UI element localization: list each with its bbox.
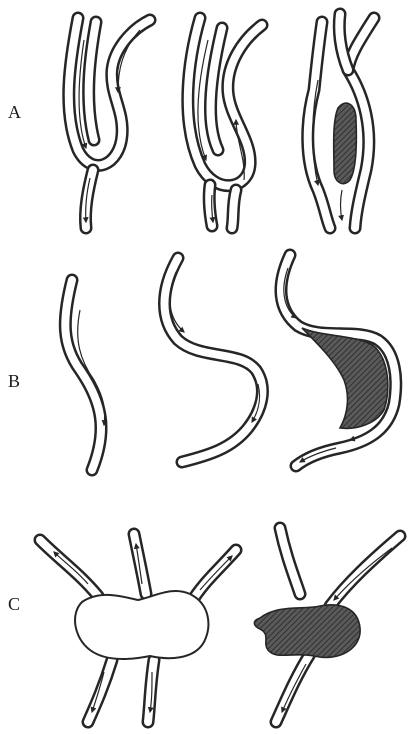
panel-b3-thrombosed-curved-vessel xyxy=(281,255,396,466)
panel-a2-loop-vessel xyxy=(188,18,262,228)
clot-c2 xyxy=(254,605,360,658)
panel-a1-loop-vessel xyxy=(69,18,150,228)
panel-a3-thrombosed-vessel xyxy=(308,14,374,228)
panel-b1-curved-vessel xyxy=(65,280,104,470)
panel-c1-occlusion-with-branches xyxy=(40,534,236,722)
panel-c2-clot-with-vessels xyxy=(254,528,400,722)
clot-a3 xyxy=(334,103,357,184)
panel-b2-curved-vessel xyxy=(165,258,263,462)
